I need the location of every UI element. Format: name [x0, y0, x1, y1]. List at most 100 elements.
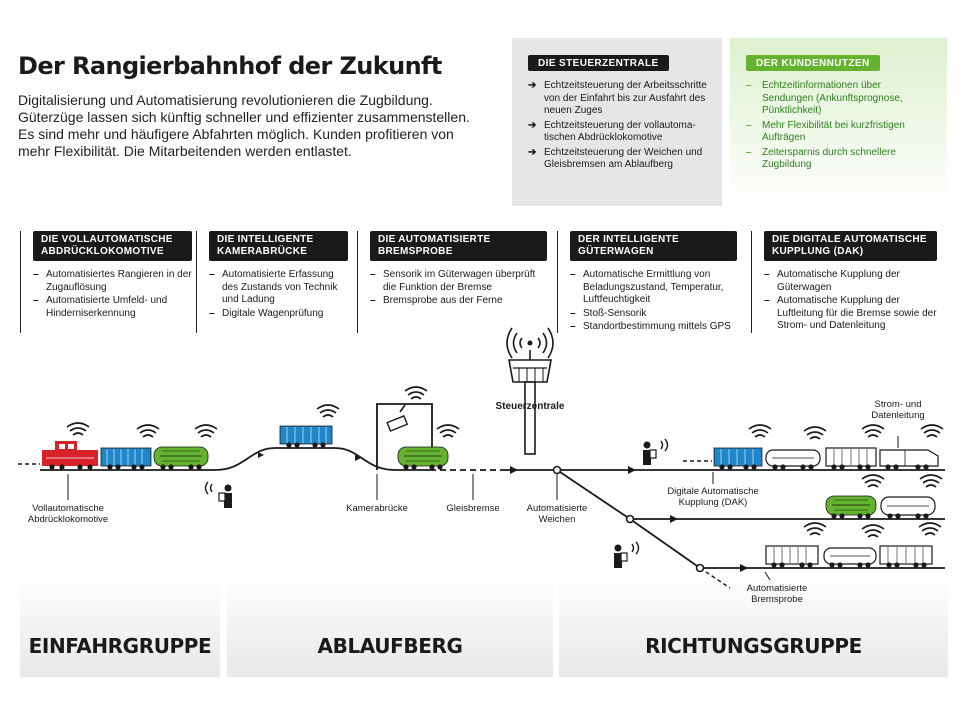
strom-label-line: Strom- und — [874, 399, 922, 410]
list-item: –Automatische Kupplung der Luftleitung f… — [764, 295, 937, 333]
loco-label-line: Abdrücklokomotive — [27, 514, 109, 525]
departure-train-2 — [825, 474, 943, 519]
strom-label-line: Datenleitung — [871, 410, 925, 421]
zone-richtungsgruppe-title: RICHTUNGSGRUPPE — [645, 634, 862, 658]
intro-line: Digitalisierung und Automatisierung revo… — [18, 92, 433, 108]
list-item: –Digitale Wagenprüfung — [209, 308, 348, 321]
bremsprobe-label-line: Automatisierte — [746, 583, 808, 594]
dash-icon: – — [33, 269, 39, 280]
switch-point-icon — [625, 514, 635, 524]
list-item: –Stoß-Sensorik — [570, 308, 737, 321]
list-item: –Echtzeitinformationen über Sendungen (A… — [746, 80, 933, 118]
list-item-text: Echtzeitinformationen über Sendungen (An… — [762, 80, 903, 116]
list-item-text: Digitale Wagenprüfung — [222, 307, 324, 319]
list-item-text: Standortbestimmung mittels GPS — [583, 321, 731, 332]
feature-heading-line: DER INTELLIGENTE — [578, 234, 679, 245]
control-tower-icon — [506, 327, 554, 455]
list-item-text: Automatisierte Erfassung des Zustands vo… — [222, 269, 338, 305]
weichen-label-line: Automatisierte — [526, 503, 588, 514]
label-leaders — [67, 472, 771, 581]
main-track — [18, 447, 945, 474]
dash-icon: – — [764, 295, 770, 306]
list-item-text: Stoß-Sensorik — [583, 307, 647, 319]
list-item: ➔ Echtzeitsteuerung der Weichen und Gleis… — [528, 147, 708, 172]
feature-heading-line: DIE INTELLIGENTE — [217, 234, 314, 245]
dak-label-line: Digitale Automatische — [667, 486, 759, 497]
feature-list: –Automatisierte Erfassung des Zustands v… — [209, 269, 348, 320]
list-item-text: Bremsprobe aus der Ferne — [383, 295, 503, 306]
zone-ablaufberg-bg — [227, 575, 553, 677]
switch-point-icon — [552, 465, 562, 475]
feature-heading-line: KUPPLUNG (DAK) — [772, 246, 864, 257]
switch-point-icon — [695, 563, 705, 573]
intro-text: Digitalisierung und Automatisierung revo… — [18, 92, 488, 160]
kundennutzen-list: –Echtzeitinformationen über Sendungen (A… — [746, 80, 933, 172]
list-item: –Automatisierte Umfeld- und Hinderniserk… — [33, 295, 192, 320]
list-item: ➔ Echtzeitsteuerung der Arbeitsschritte v… — [528, 80, 708, 118]
dash-icon: – — [370, 269, 376, 280]
feature-heading-line: DIE VOLLAUTOMATISCHE — [41, 234, 173, 245]
page-title: Der Rangierbahnhof der Zukunft — [18, 52, 442, 80]
weichen-label-line: Weichen — [538, 514, 576, 525]
steuerzentrale-list: ➔ Echtzeitsteuerung der Arbeitsschritte v… — [528, 80, 708, 172]
dash-icon: – — [370, 295, 376, 306]
list-item-text: Echtzeitsteuerung der Arbeitsschritte vo… — [544, 80, 707, 116]
list-item-text: Automatisierte Umfeld- und Hinderniserke… — [46, 295, 168, 319]
list-item: –Sensorik im Güterwagen überprüft die Fu… — [370, 269, 547, 294]
gleisbremse-label: Gleisbremse — [446, 503, 500, 514]
list-item-text: Echtzeitsteuerung der vollautoma-tischen… — [544, 119, 696, 144]
wagon-icon — [100, 424, 160, 470]
arrow-icon: ➔ — [528, 119, 537, 131]
departure-train-3 — [765, 522, 942, 568]
list-item: –Zeitersparnis durch schnellere Zugbildu… — [746, 147, 933, 172]
arrow-icon: ➔ — [528, 80, 537, 91]
list-item-text: Zeitersparnis durch schnellere Zugbildun… — [762, 146, 896, 171]
dash-icon: – — [209, 269, 215, 280]
loco-label-line: Vollautomatische — [32, 503, 104, 514]
list-item: –Bremsprobe aus der Ferne — [370, 295, 547, 308]
feature-list: –Sensorik im Güterwagen überprüft die Fu… — [370, 269, 547, 308]
dash-icon: – — [570, 307, 576, 319]
camera-label: Kamerabrücke — [346, 503, 408, 514]
zone-einfahrgruppe-title: EINFAHRGRUPPE — [28, 634, 212, 658]
zone-richtungsgruppe-bg — [559, 575, 948, 677]
tower-label: Steuerzentrale — [495, 401, 565, 412]
list-item: –Standortbestimmung mittels GPS — [570, 321, 737, 334]
list-item: ➔ Echtzeitsteuerung der vollautoma-tische… — [528, 120, 708, 145]
feature-list: –Automatisiertes Rangieren in der Zugauf… — [33, 269, 192, 320]
feature-heading-line: GÜTERWAGEN — [578, 246, 654, 257]
camera-bridge-icon — [376, 386, 433, 470]
zone-einfahrgruppe-bg — [20, 575, 220, 677]
list-item: –Automatische Kupplung der Güterwagen — [764, 269, 937, 294]
dash-icon: – — [764, 269, 770, 280]
departure-train-1 — [683, 424, 944, 470]
feature-heading-line: DIE AUTOMATISIERTE — [378, 234, 491, 245]
dash-icon: – — [570, 269, 576, 280]
worker-icon — [204, 481, 232, 508]
feature-heading-line: BREMSPROBE — [378, 246, 453, 257]
worker-icon — [643, 438, 669, 465]
bremsprobe-label-line: Bremsprobe — [751, 594, 803, 605]
arrow-icon: ➔ — [528, 146, 537, 158]
worker-icon — [614, 541, 640, 568]
dash-icon: – — [570, 321, 576, 332]
branch-tracks — [552, 465, 945, 589]
intro-line: Güterzüge lassen sich künftig schneller … — [18, 109, 470, 125]
list-item-text: Echtzeitsteuerung der Weichen und Gleisb… — [544, 146, 703, 171]
list-item: –Automatisiertes Rangieren in der Zugauf… — [33, 269, 192, 294]
tank-wagon-icon — [153, 424, 218, 470]
list-item-text: Sensorik im Güterwagen überprüft die Fun… — [383, 269, 536, 293]
steuerzentrale-heading: DIE STEUERZENTRALE — [528, 55, 669, 71]
wagon-icon — [279, 404, 340, 448]
